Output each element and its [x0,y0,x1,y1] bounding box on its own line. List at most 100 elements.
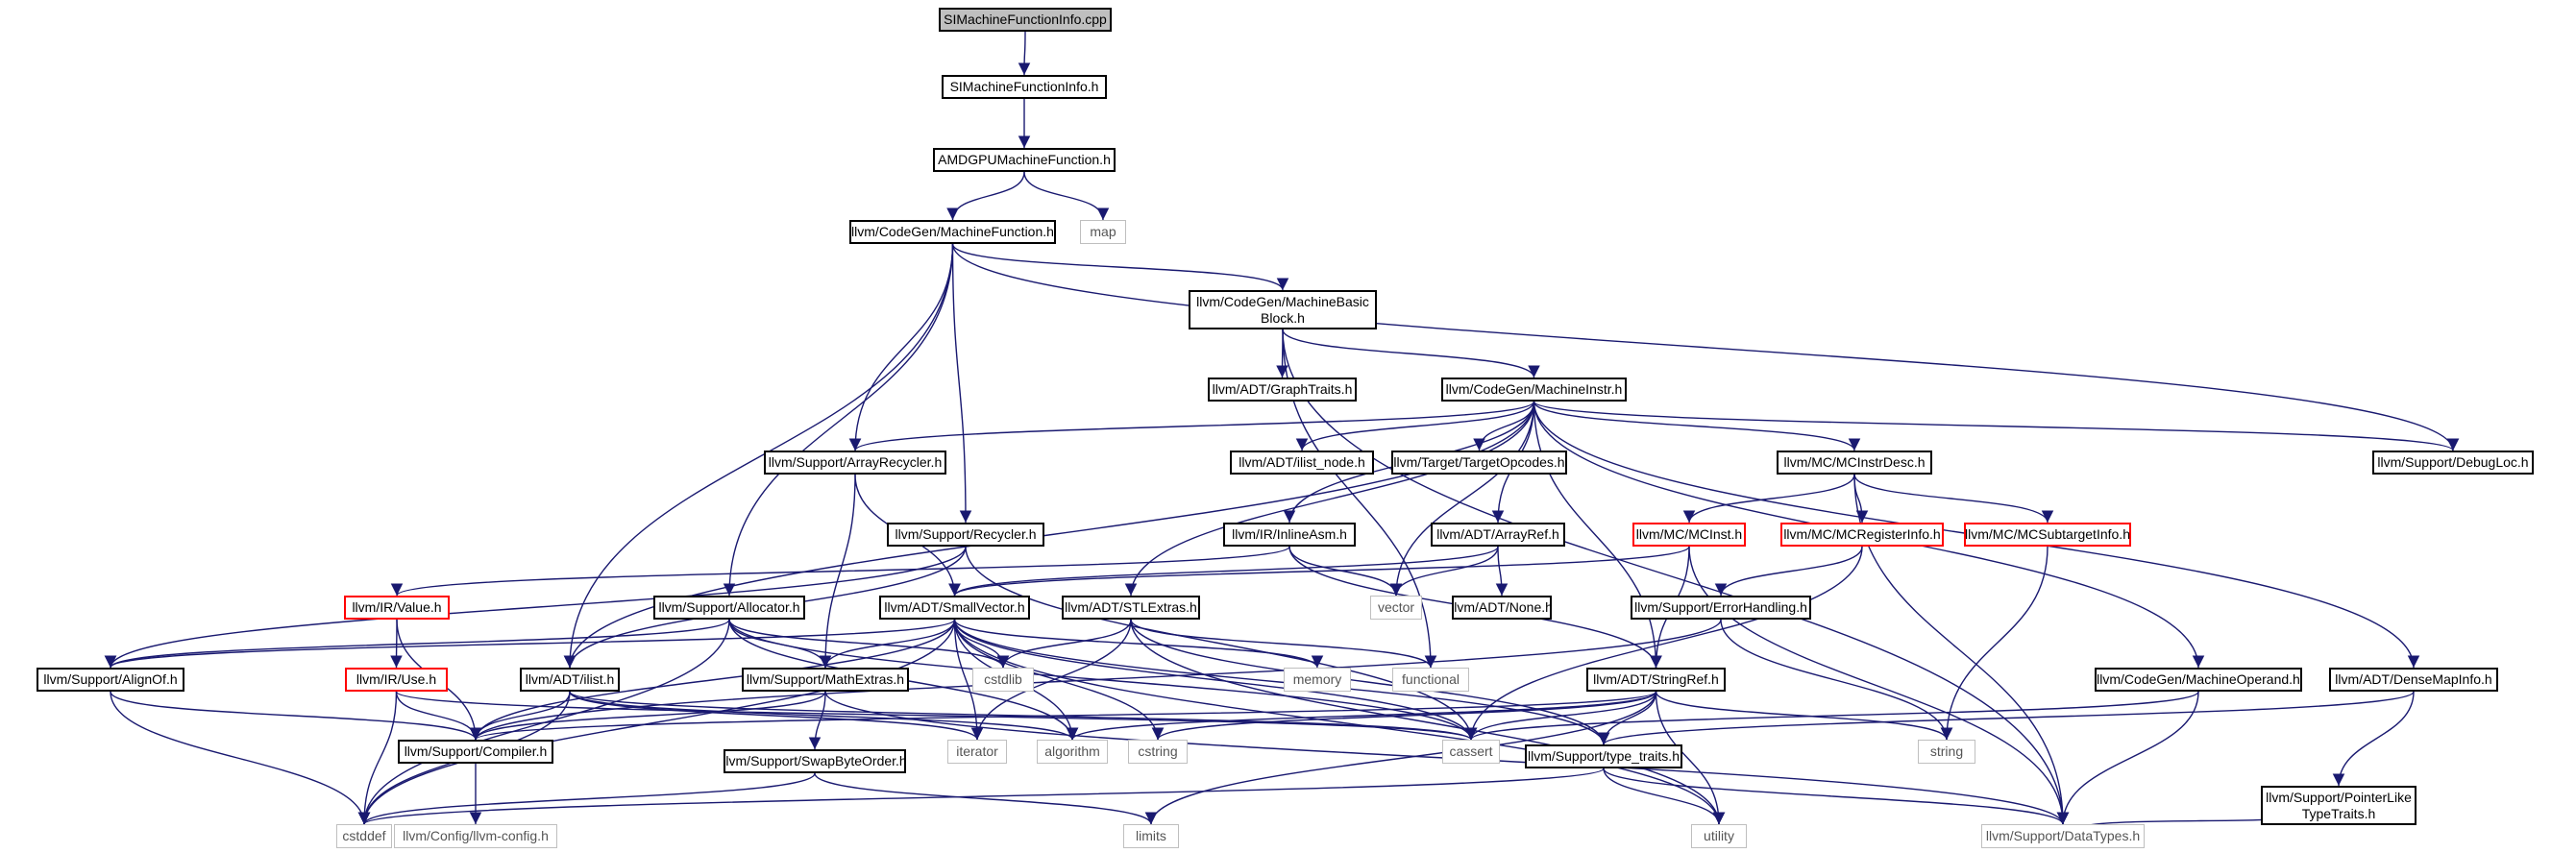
graph-node-n21[interactable]: llvm/ADT/SmallVector.h [879,596,1030,620]
graph-node-n20[interactable]: llvm/Support/Allocator.h [653,596,805,620]
edge-n29-n36 [469,691,826,741]
edge-n17-n40 [1464,546,1863,741]
graph-node-n19[interactable]: llvm/IR/Value.h [344,596,450,620]
graph-node-n25[interactable]: llvm/Support/ErrorHandling.h [1631,596,1811,620]
graph-node-n10[interactable]: llvm/Target/TargetOpcodes.h [1391,451,1567,475]
edge-n7-n23 [1389,401,1535,597]
edge-n33-n36 [470,691,1657,741]
graph-node-n5[interactable]: llvm/CodeGen/MachineBasic Block.h [1189,290,1377,329]
edge-n21-n37 [953,619,984,741]
graph-node-n37: iterator [947,740,1007,764]
edge-n21-n45 [357,619,956,825]
graph-node-n13[interactable]: llvm/Support/Recycler.h [887,523,1044,547]
edge-n11-n16 [1682,474,1855,524]
graph-node-n42[interactable]: llvm/Support/SwapByteOrder.h [723,749,907,773]
graph-node-n29[interactable]: llvm/Support/MathExtras.h [742,668,909,692]
edge-n42-n47 [814,772,1158,825]
graph-node-n34[interactable]: llvm/CodeGen/MachineOperand.h [2095,668,2302,692]
graph-node-n48: utility [1691,824,1747,848]
graph-node-n28[interactable]: llvm/ADT/ilist.h [520,668,620,692]
edge-n7-n11 [1533,401,1861,451]
graph-node-n22[interactable]: llvm/ADT/STLExtras.h [1062,596,1200,620]
edge-n34-n49 [2056,691,2199,825]
graph-node-n47: limits [1123,824,1179,848]
graph-node-n24[interactable]: llvm/ADT/None.h [1451,596,1553,620]
graph-node-n31: memory [1284,668,1351,692]
graph-node-n35[interactable]: llvm/ADT/DenseMapInfo.h [2329,668,2498,692]
graph-node-n17[interactable]: llvm/MC/MCRegisterInfo.h [1780,523,1944,547]
graph-node-n12[interactable]: llvm/Support/DebugLoc.h [2372,451,2534,475]
edge-n7-n9 [1295,401,1535,451]
edge-n7-n12 [1533,401,2459,451]
edge-n3-n13 [951,243,972,524]
graph-node-n7[interactable]: llvm/CodeGen/MachineInstr.h [1441,378,1627,402]
graph-node-n26[interactable]: llvm/Support/AlignOf.h [37,668,184,692]
graph-node-n3[interactable]: llvm/CodeGen/MachineFunction.h [849,220,1056,244]
edge-n14-n19 [391,546,1290,597]
graph-node-n33[interactable]: llvm/ADT/StringRef.h [1586,668,1726,692]
graph-node-n43[interactable]: llvm/Support/type_traits.h [1525,744,1682,768]
edge-n5-n7 [1282,329,1540,378]
graph-node-n16[interactable]: llvm/MC/MCInst.h [1632,523,1746,547]
graph-node-n9[interactable]: llvm/ADT/ilist_node.h [1230,451,1374,475]
edge-n42-n45 [357,772,816,825]
graph-node-n1[interactable]: SIMachineFunctionInfo.h [942,75,1107,99]
edge-n33-n38 [1066,691,1657,741]
graph-node-n14[interactable]: llvm/IR/InlineAsm.h [1223,523,1356,547]
graph-node-n49: llvm/Support/DataTypes.h [1981,824,2145,848]
edge-n33-n48 [1655,691,1726,825]
graph-node-n2[interactable]: AMDGPUMachineFunction.h [933,148,1116,172]
edge-n43-n48 [1603,768,1726,825]
graph-node-n18[interactable]: llvm/MC/MCSubtargetInfo.h [1964,523,2131,547]
edge-n0-n1 [1018,31,1031,76]
edge-n3-n12 [951,243,2460,451]
edge-n35-n43 [1598,691,2415,745]
graph-node-n41: string [1918,740,1975,764]
graph-node-n36[interactable]: llvm/Support/Compiler.h [398,740,553,764]
edge-n3-n5 [951,243,1289,291]
edge-n22-n30 [996,619,1132,669]
edge-n26-n36 [110,691,482,741]
edge-n15-n21 [948,546,1499,597]
graph-node-n15[interactable]: llvm/ADT/ArrayRef.h [1431,523,1565,547]
edge-n22-n43 [1130,619,1610,745]
edge-n2-n3 [946,171,1025,221]
graph-node-n8[interactable]: llvm/Support/ArrayRecycler.h [764,451,946,475]
edge-n16-n49 [1688,546,2070,825]
graph-node-n6[interactable]: llvm/ADT/GraphTraits.h [1208,378,1357,402]
graph-node-n23: vector [1370,596,1422,620]
graph-node-n27[interactable]: llvm/IR/Use.h [345,668,448,692]
graph-node-n0: SIMachineFunctionInfo.cpp [939,8,1112,32]
edge-n13-n40 [965,546,1478,741]
edge-n28-n40 [569,691,1477,741]
edge-n17-n25 [1714,546,1863,597]
edge-n27-n45 [357,691,398,825]
edge-n33-n41 [1655,691,1953,741]
graph-node-n45: cstddef [336,824,392,848]
edge-n22-n37 [970,619,1132,741]
edge-n7-n28 [563,401,1535,669]
edge-n43-n45 [358,768,1605,825]
graph-node-n30: cstdlib [972,668,1034,692]
edge-n21-n29 [819,619,956,669]
edge-n33-n39 [1151,691,1657,741]
edge-n15-n24 [1495,546,1509,597]
edge-n28-n37 [569,691,984,741]
edge-n26-n45 [110,691,371,825]
edge-n18-n41 [1940,546,2049,741]
edge-n3-n8 [848,243,954,451]
edge-n25-n36 [469,619,1722,741]
edge-n21-n43 [953,619,1610,745]
graph-node-n11[interactable]: llvm/MC/MCInstrDesc.h [1777,451,1932,475]
edge-n28-n38 [569,691,1079,741]
edge-n7-n33 [1533,401,1662,669]
graph-node-n44[interactable]: llvm/Support/PointerLike TypeTraits.h [2261,786,2417,825]
graph-node-n32: functional [1392,668,1469,692]
graph-node-n38: algorithm [1037,740,1108,764]
edge-n21-n31 [953,619,1324,669]
edge-n34-n40 [1465,691,2199,741]
edge-n43-n49 [1603,768,2070,825]
edge-n7-n8 [848,401,1535,451]
graph-node-n4: map [1080,220,1126,244]
